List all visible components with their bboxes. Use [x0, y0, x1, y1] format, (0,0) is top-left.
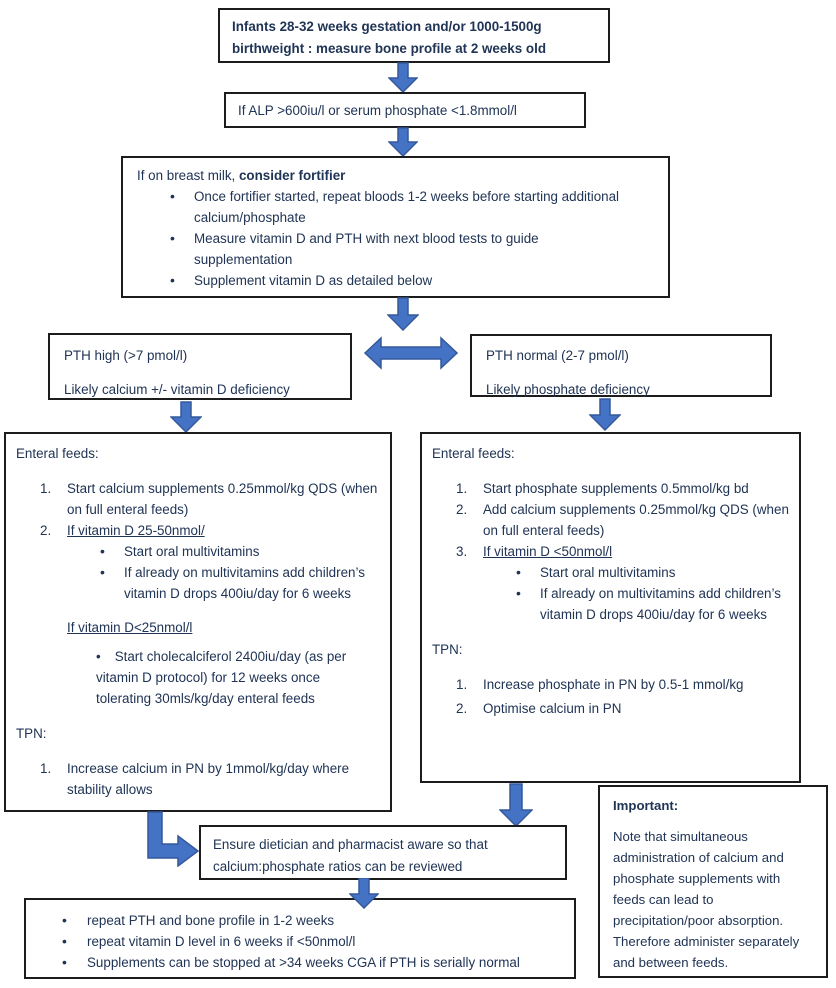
phosphate-item-1: 1. Start phosphate supplements 0.5mmol/k…	[422, 478, 789, 499]
start-criteria-line1: Infants 28-32 weeks gestation and/or 100…	[232, 19, 542, 34]
alp-threshold-text: If ALP >600iu/l or serum phosphate <1.8m…	[238, 103, 517, 118]
calcium-item-1-num: 1.	[40, 481, 52, 496]
fortifier-bullet-3: Supplement vitamin D as detailed below	[170, 270, 654, 291]
dietician-pharmacist-box: Ensure dietician and pharmacist aware so…	[199, 825, 567, 880]
phosphate-item-2-text: Add calcium supplements 0.25mmol/kg QDS …	[483, 502, 789, 538]
calcium-item-2-sub-1: Start oral multivitamins	[100, 541, 378, 562]
pth-high-box: PTH high (>7 pmol/l) Likely calcium +/- …	[48, 333, 352, 400]
phosphate-tpn-item-2-num: 2.	[456, 701, 468, 716]
bullet-glyph: •	[96, 649, 101, 664]
followup-bullet-2: repeat vitamin D level in 6 weeks if <50…	[26, 931, 562, 952]
fortifier-intro-bold: consider fortifier	[238, 168, 346, 183]
calcium-tpn-item-1-text: Increase calcium in PN by 1mmol/kg/day w…	[67, 761, 350, 797]
calcium-item-2: 2. If vitamin D 25-50nmol/	[6, 520, 378, 541]
calcium-tpn-item-1-num: 1.	[40, 761, 52, 776]
calcium-subheading: If vitamin D<25nmol/l	[67, 620, 193, 635]
pth-normal-line1: PTH normal (2-7 pmol/l)	[486, 348, 629, 363]
start-criteria-box: Infants 28-32 weeks gestation and/or 100…	[218, 8, 610, 63]
arrow-down-ensure-to-followup-icon	[349, 878, 379, 909]
fortifier-bullet-1: Once fortifier started, repeat bloods 1-…	[170, 186, 634, 228]
calcium-item-2-num: 2.	[40, 523, 52, 538]
phosphate-item-3: 3. If vitamin D <50nmol/l	[422, 541, 789, 562]
arrow-down-to-phosphate-box-icon	[589, 398, 621, 431]
phosphate-tpn-item-1-num: 1.	[456, 677, 468, 692]
arrow-down-phosphate-to-ensure-icon	[499, 783, 533, 827]
phosphate-item-1-num: 1.	[456, 481, 468, 496]
calcium-heading: Enteral feeds:	[16, 446, 99, 461]
alp-threshold-box: If ALP >600iu/l or serum phosphate <1.8m…	[224, 92, 586, 128]
followup-bullet-3: Supplements can be stopped at >34 weeks …	[26, 952, 562, 973]
phosphate-item-3-sub-1: Start oral multivitamins	[516, 562, 789, 583]
phosphate-tpn-item-2: 2. Optimise calcium in PN	[422, 698, 789, 719]
phosphate-item-2-num: 2.	[456, 502, 468, 517]
phosphate-item-3-text: If vitamin D <50nmol/l	[483, 544, 613, 559]
calcium-tpn-item-1: 1. Increase calcium in PN by 1mmol/kg/da…	[6, 758, 378, 800]
arrow-down-start-to-alp-icon	[388, 62, 418, 93]
calcium-item-1: 1. Start calcium supplements 0.25mmol/kg…	[6, 478, 378, 520]
phosphate-heading: Enteral feeds:	[432, 446, 515, 461]
arrow-down-alp-to-fortifier-icon	[388, 127, 418, 157]
calcium-tpn-heading: TPN:	[16, 726, 47, 741]
calcium-sub-bullet-text: Start cholecalciferol 2400iu/day (as per…	[96, 649, 347, 706]
phosphate-tpn-item-1: 1. Increase phosphate in PN by 0.5-1 mmo…	[422, 674, 789, 695]
calcium-item-2-sub-2: If already on multivitamins add children…	[100, 562, 378, 604]
double-arrow-pth-icon	[364, 336, 458, 370]
pth-normal-box: PTH normal (2-7 pmol/l) Likely phosphate…	[470, 334, 772, 397]
fortifier-bullet-2: Measure vitamin D and PTH with next bloo…	[170, 228, 594, 270]
followup-bullet-1: repeat PTH and bone profile in 1-2 weeks	[26, 910, 562, 931]
phosphate-item-3-num: 3.	[456, 544, 468, 559]
calcium-sub-bullet: •Start cholecalciferol 2400iu/day (as pe…	[6, 646, 378, 709]
fortifier-box: If on breast milk, consider fortifier On…	[121, 156, 670, 298]
calcium-pathway-box: Enteral feeds: 1. Start calcium suppleme…	[4, 432, 392, 812]
calcium-item-1-text: Start calcium supplements 0.25mmol/kg QD…	[67, 481, 378, 517]
phosphate-tpn-item-2-text: Optimise calcium in PN	[483, 701, 622, 716]
important-note-box: Important: Note that simultaneous admini…	[598, 785, 828, 978]
phosphate-tpn-item-1-text: Increase phosphate in PN by 0.5-1 mmol/k…	[483, 677, 744, 692]
phosphate-item-2: 2. Add calcium supplements 0.25mmol/kg Q…	[422, 499, 789, 541]
phosphate-tpn-heading: TPN:	[432, 642, 463, 657]
phosphate-item-1-text: Start phosphate supplements 0.5mmol/kg b…	[483, 481, 749, 496]
fortifier-intro-regular: If on breast milk,	[137, 168, 239, 183]
followup-box: repeat PTH and bone profile in 1-2 weeks…	[24, 898, 576, 979]
calcium-item-2-text: If vitamin D 25-50nmol/	[67, 523, 205, 538]
start-criteria-line2: birthweight : measure bone profile at 2 …	[232, 41, 547, 56]
pth-high-line1: PTH high (>7 pmol/l)	[64, 348, 188, 363]
pth-normal-line2: Likely phosphate deficiency	[486, 382, 650, 397]
important-body: Note that simultaneous administration of…	[613, 829, 800, 970]
dietician-pharmacist-text: Ensure dietician and pharmacist aware so…	[213, 837, 488, 874]
arrow-down-fortifier-to-split-icon	[387, 297, 419, 331]
elbow-arrow-calcium-to-ensure-icon	[140, 811, 200, 867]
pth-high-line2: Likely calcium +/- vitamin D deficiency	[64, 382, 290, 397]
arrow-down-to-calcium-box-icon	[170, 401, 202, 433]
phosphate-item-3-sub-2: If already on multivitamins add children…	[516, 583, 789, 625]
important-heading: Important:	[613, 798, 679, 813]
phosphate-pathway-box: Enteral feeds: 1. Start phosphate supple…	[420, 432, 801, 783]
fortifier-intro: If on breast milk, consider fortifier	[137, 165, 654, 186]
